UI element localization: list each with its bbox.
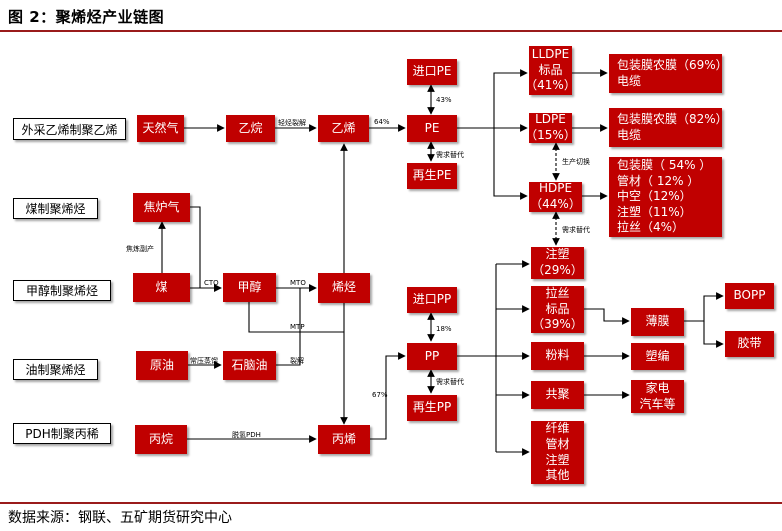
edge-cokegas-cto: [190, 206, 222, 292]
category-pdh-pp: PDH制聚丙稀: [13, 423, 111, 444]
node-ethane: 乙烷: [226, 115, 275, 142]
node-film: 薄膜: [631, 308, 684, 336]
node-hdpe: HDPE （44%）: [529, 181, 582, 212]
label-mtp: MTP: [290, 323, 305, 331]
node-ldpe: LDPE （15%）: [525, 112, 576, 143]
node-appliance-line2: 汽车等: [639, 396, 676, 411]
node-hdpe-use-line5: 拉丝（4%）: [617, 220, 685, 235]
node-pp-other: 纤维 管材 注塑 其他: [531, 421, 584, 484]
node-lldpe-use-line2: 电缆: [617, 73, 642, 88]
node-natural-gas: 天然气: [137, 115, 184, 142]
node-hdpe-use-line2: 管材（ 12% ）: [617, 173, 700, 188]
category-ethylene-pe: 外采乙烯制聚乙烯: [13, 118, 126, 140]
node-pp-other-line1: 纤维: [545, 421, 570, 436]
edge-naphtha-crack: [276, 284, 317, 366]
edge-methanol-mtp: [248, 302, 344, 333]
label-cto: CTO: [204, 279, 219, 287]
node-pp-other-line2: 管材: [545, 436, 570, 451]
node-pp-powder: 粉料: [531, 342, 584, 370]
node-pp-other-line3: 注塑: [545, 452, 570, 467]
label-atmospheric-distillation: 常压蒸馏: [190, 357, 218, 365]
node-hdpe-use-line1: 包装膜（ 54% ）: [617, 158, 712, 173]
node-pp-raffia: 拉丝 标品 （39%）: [531, 286, 584, 333]
node-methanol: 甲醇: [223, 273, 276, 302]
node-coke-oven-gas: 焦炉气: [133, 193, 190, 222]
node-ldpe-use-line2: 电缆: [617, 127, 642, 142]
label-demand-substitute-hdpe: 需求替代: [562, 226, 590, 234]
label-demand-substitute-pe: 需求替代: [436, 151, 464, 159]
node-hdpe-use: 包装膜（ 54% ） 管材（ 12% ） 中空（12%） 注塑（11%） 拉丝（…: [609, 157, 722, 237]
label-pe-share: 64%: [374, 118, 390, 126]
category-coal-to-olefin: 煤制聚烯烃: [13, 198, 98, 219]
node-recycled-pe: 再生PE: [407, 163, 457, 189]
node-pp-injection-line1: 注塑: [545, 247, 570, 262]
edge-pe-lldpe: [457, 69, 528, 129]
node-crude-oil: 原油: [136, 351, 188, 380]
node-pp-injection-line2: （29%）: [532, 263, 583, 277]
node-pp: PP: [407, 343, 457, 370]
label-pe-import-share: 43%: [436, 96, 452, 104]
node-lldpe-line2: 标品: [538, 62, 563, 77]
label-pp-import-share: 18%: [436, 325, 452, 333]
node-lldpe-use: 包装膜农膜（69%） 电缆: [609, 54, 728, 93]
node-pp-other-line4: 其他: [545, 468, 570, 483]
node-pe: PE: [407, 115, 457, 142]
node-pp-copolymer: 共聚: [531, 381, 584, 409]
node-pp-raffia-line3: （39%）: [532, 317, 583, 332]
label-demand-substitute-pp: 需求替代: [436, 378, 464, 386]
node-ldpe-use: 包装膜农膜（82%） 电缆: [609, 108, 728, 147]
node-naphtha: 石脑油: [223, 351, 276, 380]
edge-raffia-film: [584, 308, 630, 325]
label-coking-byproduct: 焦炼副产: [126, 245, 154, 253]
page-title: 图 2：聚烯烃产业链图: [8, 8, 165, 26]
source-note: 数据来源：钢联、五矿期货研究中心: [8, 510, 232, 526]
node-ldpe-line2: （15%）: [525, 128, 576, 142]
label-cracking: 裂解: [290, 357, 304, 365]
label-pp-share: 67%: [372, 391, 388, 399]
edge-propylene-pp: [370, 352, 406, 440]
category-methanol-to-olefin: 甲醇制聚烯烃: [13, 280, 111, 301]
edge-film-tape: [703, 321, 724, 348]
node-pp-raffia-line2: 标品: [545, 301, 570, 316]
node-lldpe-use-line1: 包装膜农膜（69%）: [617, 57, 728, 72]
node-pp-injection: 注塑 （29%）: [531, 247, 584, 279]
node-pp-raffia-line1: 拉丝: [545, 286, 570, 301]
node-woven: 塑编: [631, 343, 684, 370]
node-lldpe-line1: LLDPE: [531, 47, 570, 62]
node-import-pe: 进口PE: [407, 59, 457, 85]
node-propylene: 丙烯: [318, 425, 370, 454]
label-mto: MTO: [290, 279, 306, 287]
node-ethylene: 乙烯: [318, 115, 369, 142]
node-bopp: BOPP: [725, 283, 774, 309]
node-appliance-line1: 家电: [645, 380, 670, 395]
title-rule: [0, 30, 782, 32]
node-ldpe-line1: LDPE: [535, 112, 566, 127]
node-lldpe-line3: （41%）: [525, 78, 576, 93]
node-appliance: 家电 汽车等: [631, 380, 684, 413]
node-hdpe-use-line4: 注塑（11%）: [617, 204, 692, 219]
edge-pe-hdpe: [493, 128, 528, 200]
edge-film-bopp: [684, 292, 724, 322]
category-oil-to-olefin: 油制聚烯烃: [13, 359, 98, 380]
node-import-pp: 进口PP: [407, 287, 457, 313]
source-rule: [0, 502, 782, 504]
node-tape: 胶带: [725, 331, 774, 357]
node-olefin: 烯烃: [318, 273, 370, 303]
node-ldpe-use-line1: 包装膜农膜（82%）: [617, 111, 728, 126]
label-production-switch: 生产切换: [562, 158, 590, 166]
node-hdpe-use-line3: 中空（12%）: [617, 189, 692, 204]
node-coal: 煤: [133, 273, 190, 302]
label-pdh: 脱氢PDH: [232, 431, 261, 439]
node-lldpe: LLDPE 标品 （41%）: [525, 46, 576, 95]
node-hdpe-line2: （44%）: [530, 197, 581, 211]
node-recycled-pp: 再生PP: [407, 395, 457, 421]
node-propane: 丙烷: [135, 425, 187, 454]
node-hdpe-line1: HDPE: [538, 181, 573, 196]
label-ethane-cracking: 轻烃裂解: [278, 119, 306, 127]
